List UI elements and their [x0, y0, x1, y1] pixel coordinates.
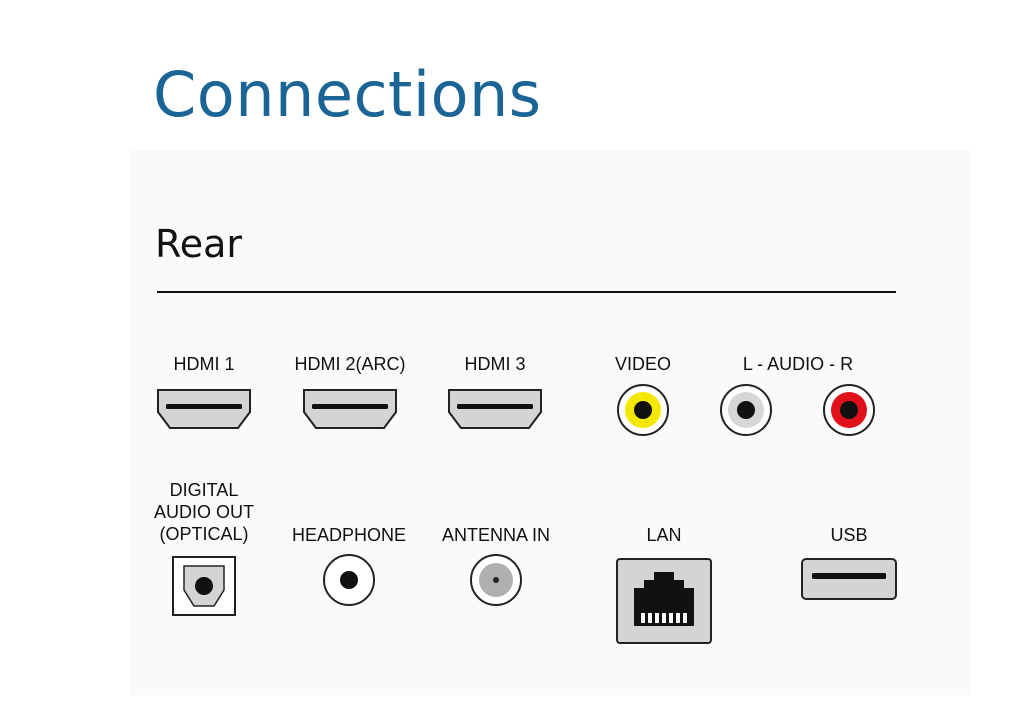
optical-port-icon: [172, 556, 236, 616]
headphone-label: HEADPHONE: [291, 525, 407, 545]
lan-label: LAN: [646, 525, 682, 545]
divider: [157, 291, 896, 293]
antenna-port-icon: [469, 553, 523, 607]
rca-yellow-icon: [616, 383, 670, 437]
hdmi3-label: HDMI 3: [464, 354, 526, 374]
hdmi-port-icon: [156, 388, 252, 430]
antenna-label: ANTENNA IN: [441, 525, 551, 545]
audio-label: L - AUDIO - R: [742, 354, 854, 374]
optical-label: DIGITAL AUDIO OUT (OPTICAL): [153, 480, 254, 544]
page-title: Connections: [153, 58, 542, 131]
video-label: VIDEO: [614, 354, 672, 374]
usb-port-icon: [801, 558, 897, 600]
rca-red-icon: [822, 383, 876, 437]
section-heading: Rear: [155, 222, 242, 266]
headphone-jack-icon: [322, 553, 376, 607]
hdmi2-label: HDMI 2(ARC): [294, 354, 406, 374]
hdmi1-label: HDMI 1: [173, 354, 235, 374]
rca-white-icon: [719, 383, 773, 437]
usb-label: USB: [830, 525, 868, 545]
ethernet-port-icon: [616, 558, 712, 644]
hdmi-port-icon: [447, 388, 543, 430]
hdmi-port-icon: [302, 388, 398, 430]
